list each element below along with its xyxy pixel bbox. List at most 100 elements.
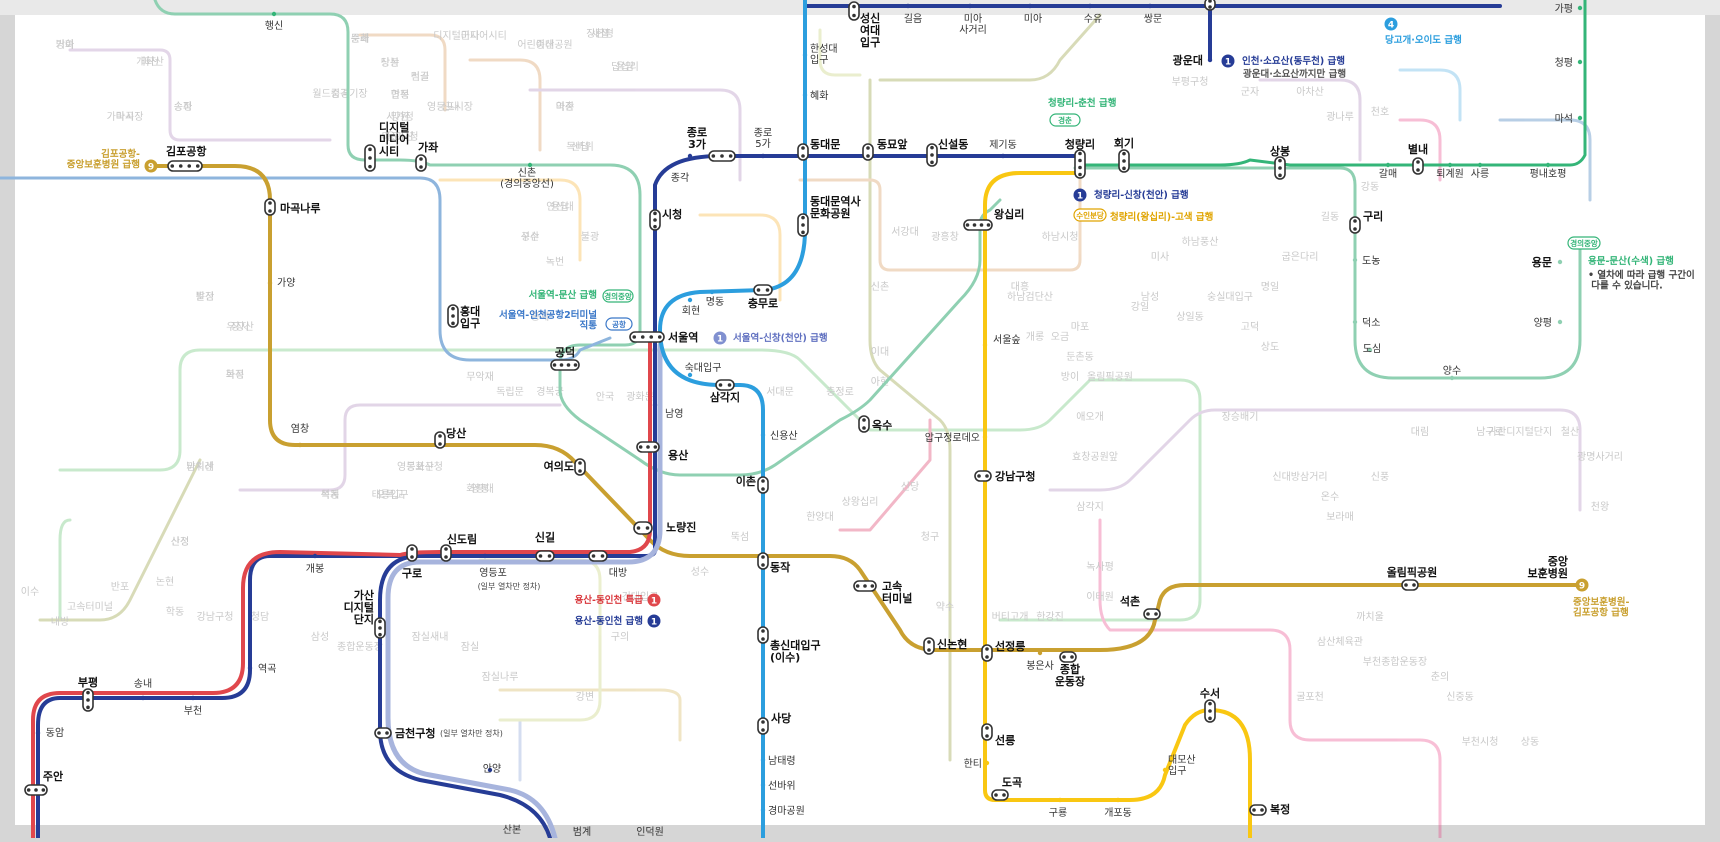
station-label-dongam[interactable]: 동암 <box>46 727 64 739</box>
transfer-magongnaru[interactable] <box>264 198 276 216</box>
station-dot-jongno5ga[interactable] <box>760 153 766 159</box>
station-dot-anyang[interactable] <box>487 767 493 773</box>
transfer-gimpo-airport[interactable] <box>167 160 203 172</box>
transfer-daebang[interactable] <box>588 550 608 562</box>
transfer-seokchon[interactable] <box>1143 608 1161 620</box>
station-label-byeollae[interactable]: 별내 <box>1408 142 1428 156</box>
station-label-gimpo-airport[interactable]: 김포공항 <box>166 144 206 158</box>
station-label-seonjeongneung[interactable]: 선정릉 <box>995 639 1025 653</box>
station-label-sangbong[interactable]: 상봉 <box>1270 144 1290 158</box>
station-label-seoulsup[interactable]: 서울숲 <box>993 334 1021 346</box>
station-dot-yongmun[interactable] <box>1557 259 1563 265</box>
transfer-seonjeongneung[interactable] <box>981 644 993 662</box>
station-label-haengsin[interactable]: 행신 <box>265 20 283 32</box>
transfer-sadang[interactable] <box>757 717 769 735</box>
station-dot-hyehwa[interactable] <box>802 92 808 98</box>
station-label-ichon[interactable]: 이촌 <box>736 474 756 488</box>
station-dot-galmae[interactable] <box>1385 162 1391 168</box>
station-label-guro[interactable]: 구로 <box>402 567 422 580</box>
station-label-gyeongmagongwon[interactable]: 경마공원 <box>768 804 805 817</box>
transfer-dogok[interactable] <box>991 789 1009 801</box>
station-dot-mia[interactable] <box>1027 3 1033 9</box>
station-dot-namyeong[interactable] <box>652 402 658 408</box>
station-label-galmae[interactable]: 갈매 <box>1379 167 1397 180</box>
station-label-gwangundae[interactable]: 광운대 <box>1173 53 1203 67</box>
transfer-gangnam-gu-office[interactable] <box>974 470 992 482</box>
station-label-pyeongnae[interactable]: 평내호평 <box>1530 168 1567 180</box>
station-label-yeokgok[interactable]: 역곡 <box>258 663 276 675</box>
station-label-anyang[interactable]: 안양 <box>483 763 501 775</box>
station-label-bupyeong[interactable]: 부평 <box>78 675 98 689</box>
station-label-samgakji[interactable]: 삼각지 <box>710 390 740 404</box>
yongmun-jipyeong-note[interactable]: 용문-문산(수색) 급행 <box>1588 255 1674 267</box>
transfer-guri[interactable] <box>1349 216 1361 234</box>
yongsan-dongincheon-note[interactable]: 용산-동인천 급행 <box>575 615 643 627</box>
cheongnyangni-chuncheon-note[interactable]: 청량리-춘천 급행 <box>1048 97 1116 109</box>
station-label-daebang[interactable]: 대방 <box>609 567 627 579</box>
station-label-gajwa[interactable]: 가좌 <box>418 140 438 154</box>
transfer-seolleung[interactable] <box>981 723 993 741</box>
station-dot-bucheon[interactable] <box>190 695 196 701</box>
station-dot-maseok[interactable] <box>1577 115 1583 121</box>
station-dot-namtaeryeong[interactable] <box>760 757 766 763</box>
transfer-byeollae[interactable] <box>1412 157 1424 175</box>
cheongnyangni-gosaek-note[interactable]: 청량리(왕십리)-고색 급행 <box>1110 211 1213 223</box>
transfer-geumcheon[interactable] <box>374 727 392 739</box>
station-label-sinnonhyeon[interactable]: 신논현 <box>937 637 967 651</box>
station-label-cheongpyeong[interactable]: 청평 <box>1555 57 1573 69</box>
station-dot-seoulsup[interactable] <box>982 342 988 348</box>
station-dot-haengsin[interactable] <box>271 11 277 17</box>
station-dot-donong[interactable] <box>1352 257 1358 263</box>
station-label-maseok[interactable]: 마석 <box>1555 113 1573 125</box>
station-dot-hansung[interactable] <box>802 52 808 58</box>
station-label-yeongdeungpo[interactable]: 영등포 <box>479 567 507 579</box>
station-dot-jonggak[interactable] <box>687 153 693 159</box>
station-label-gaepodong[interactable]: 개포동 <box>1104 807 1132 819</box>
station-dot-hanti[interactable] <box>984 760 990 766</box>
station-dot-yeokgok[interactable] <box>247 665 253 671</box>
station-dot-songnae[interactable] <box>140 695 146 701</box>
incheon-soyosan-subnote[interactable]: 광운대·소요산까지만 급행 <box>1243 68 1346 80</box>
station-dot-bongeunsa[interactable] <box>1037 650 1043 656</box>
station-dot-cheongpyeong[interactable] <box>1577 59 1583 65</box>
station-label-toegyewon[interactable]: 퇴계원 <box>1436 168 1464 180</box>
station-dot-gayang[interactable] <box>267 280 273 286</box>
station-label-cheongnyangni[interactable]: 청량리 <box>1065 137 1095 151</box>
station-label-dogok[interactable]: 도곡 <box>1002 776 1022 789</box>
transfer-sports-complex[interactable] <box>1059 651 1077 663</box>
station-label-sookmyung[interactable]: 숙대입구 <box>685 361 722 374</box>
station-label-sanbon[interactable]: 산본 <box>503 824 521 836</box>
station-dot-pyeongnae[interactable] <box>1545 162 1551 168</box>
station-label-dongmyo[interactable]: 동묘앞 <box>877 138 907 151</box>
station-label-dangsan[interactable]: 당산 <box>446 426 466 440</box>
transfer-wangsimni[interactable] <box>963 219 993 231</box>
station-label-seonbawi[interactable]: 선바위 <box>768 779 796 792</box>
station-label-dosim[interactable]: 도심 <box>1363 343 1381 355</box>
transfer-sindorim[interactable] <box>440 544 452 562</box>
station-label-guri[interactable]: 구리 <box>1363 209 1383 223</box>
station-label-bucheon[interactable]: 부천 <box>184 705 202 717</box>
station-dot-myeongdong[interactable] <box>709 289 715 295</box>
station-dot-gaepodong[interactable] <box>1115 797 1121 803</box>
station-dot-ssangmun[interactable] <box>1147 3 1153 9</box>
station-dot-sookmyung[interactable] <box>687 372 693 378</box>
gimpo-express-note[interactable]: 김포공항-중앙보훈병원 급행 <box>67 148 140 170</box>
station-label-city-hall[interactable]: 시청 <box>662 207 682 221</box>
transfer-noryangjin[interactable] <box>633 521 653 535</box>
station-label-seoul-station[interactable]: 서울역 <box>668 330 698 344</box>
station-dot-sareung[interactable] <box>1477 162 1483 168</box>
station-label-hoehyeon[interactable]: 회현 <box>682 305 700 317</box>
station-label-jonggak[interactable]: 종각 <box>671 172 689 184</box>
transfer-dangsan[interactable] <box>434 431 446 449</box>
station-label-namtaeryeong[interactable]: 남태령 <box>768 755 796 767</box>
station-label-myeongdong[interactable]: 명동 <box>706 296 724 308</box>
station-dot-mia-sageori[interactable] <box>967 3 973 9</box>
